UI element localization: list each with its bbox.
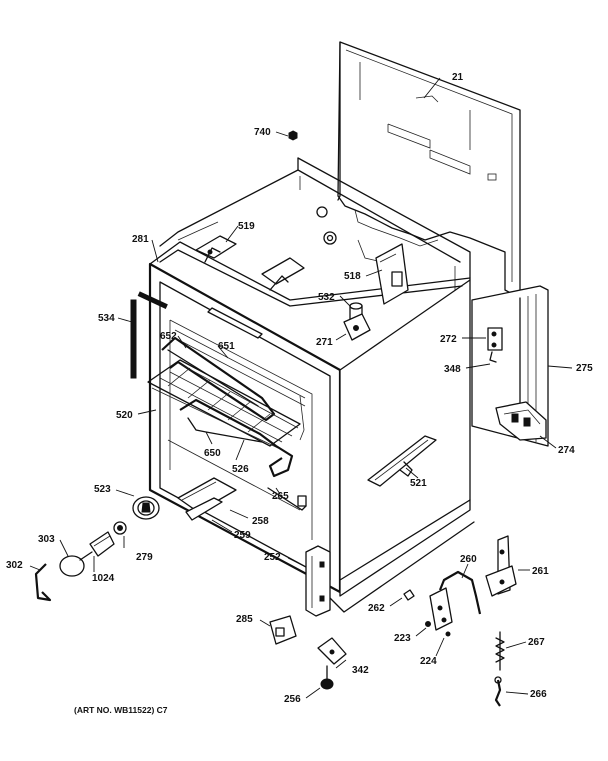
callout-1024: 1024 [92,573,115,584]
callout-256: 256 [284,694,301,705]
callout-285: 285 [236,614,253,625]
callout-521: 521 [410,478,427,489]
callout-265: 265 [272,491,289,502]
callout-271: 271 [316,337,333,348]
callout-518: 518 [344,271,361,282]
callout-223: 223 [394,633,411,644]
callout-279: 279 [136,552,153,563]
knob-and-lamp-parts [34,496,160,602]
oven-interior [147,319,313,540]
callout-262: 262 [368,603,385,614]
callout-266: 266 [530,689,547,700]
callout-261: 261 [532,566,549,577]
callout-348: 348 [444,364,461,375]
cabinet-back [159,157,471,290]
callout-302: 302 [6,560,23,571]
callout-740: 740 [254,127,271,138]
callout-523: 523 [94,484,111,495]
callout-274: 274 [558,445,575,456]
callout-259: 259 [234,530,251,541]
callout-520: 520 [116,410,133,421]
callout-526: 526 [232,464,249,475]
callout-519: 519 [238,221,255,232]
callout-272: 272 [440,334,457,345]
door-gasket-534 [130,291,168,379]
side-trim-panel [471,285,549,447]
lower-parts [269,535,517,707]
callout-281: 281 [132,234,149,245]
callout-labels: 21 740 519 281 518 532 534 271 272 652 6… [6,72,593,715]
top-cover-part [337,41,521,299]
callout-532: 532 [318,292,335,303]
art-number: (ART NO. WB11522) C7 [74,705,168,715]
leader-lines [29,77,573,699]
callout-275: 275 [576,363,593,374]
callout-21: 21 [452,72,464,83]
callout-342: 342 [352,665,369,676]
callout-252: 252 [264,552,281,563]
callout-651: 651 [218,341,235,352]
callout-224: 224 [420,656,437,667]
callout-260: 260 [460,554,477,565]
callout-258: 258 [252,516,269,527]
callout-534: 534 [98,313,115,324]
callout-303: 303 [38,534,55,545]
callout-652: 652 [160,331,177,342]
callout-650: 650 [204,448,221,459]
callout-267: 267 [528,637,545,648]
